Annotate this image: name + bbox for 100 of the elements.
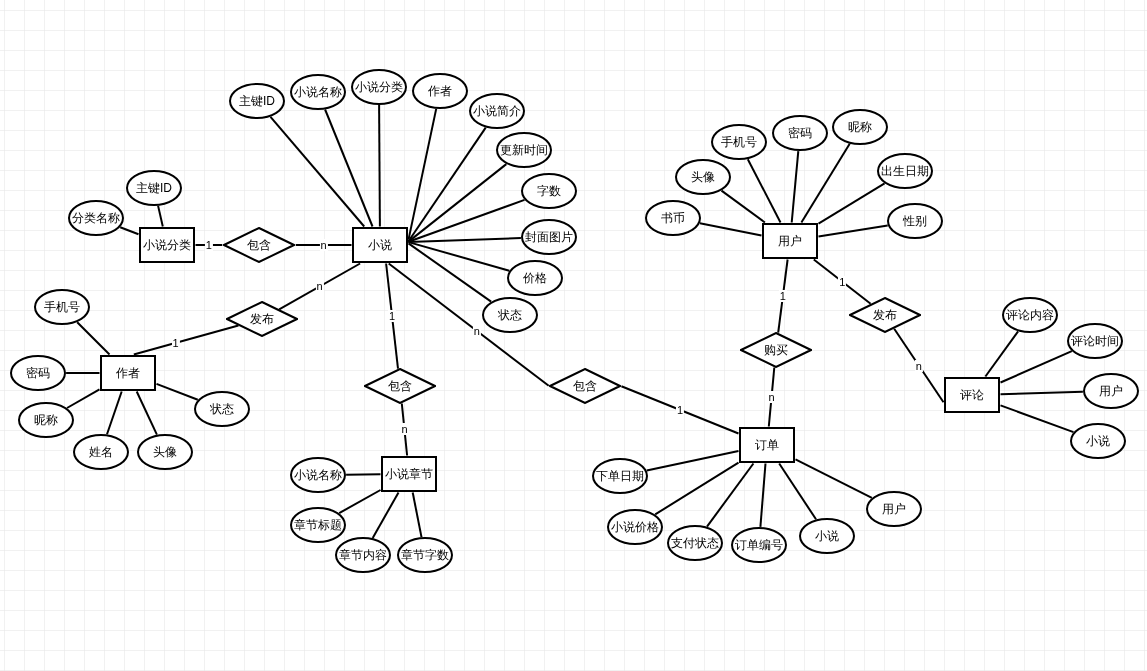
connector-line [155,382,199,401]
cardinality-label: n [914,359,923,372]
cardinality-label: n [319,239,328,251]
cardinality-label: 1 [171,336,180,349]
attribute-name: 书币 [661,211,685,225]
connector-line [106,390,123,436]
relationship-name: 发布 [873,308,897,322]
entity-name: 小说 [368,238,392,252]
attribute-name: 出生日期 [881,164,929,178]
relationship-diamond [740,332,812,368]
attribute-name: 密码 [788,126,812,140]
connector-line [984,330,1020,378]
attribute-name: 用户 [1099,384,1123,398]
connector-line [294,244,353,246]
connector-line [645,450,740,472]
connector-line [777,258,789,334]
connector-line [387,262,550,387]
entity-name: 评论 [960,388,984,402]
connector-line [759,462,767,528]
cardinality-label: n [767,391,776,403]
attribute-name: 主键ID [136,181,172,195]
attribute-name: 性别 [903,214,927,228]
connector-line [194,244,224,246]
relationship-name: 发布 [250,312,274,326]
attribute-name: 小说 [815,529,839,543]
cardinality-label: n [472,324,481,337]
attribute-name: 小说名称 [294,85,342,99]
attribute-name: 评论时间 [1071,334,1119,348]
connector-line [800,142,851,224]
attribute-name: 小说名称 [294,468,342,482]
entity-box [139,227,195,263]
attribute-name: 小说 [1086,434,1110,448]
entity-name: 作者 [116,366,140,380]
connector-line [778,462,817,521]
attribute-name: 手机号 [721,135,757,149]
connector-line [698,222,763,237]
relationship-name: 包含 [573,379,597,393]
attribute-name: 章节字数 [401,548,449,562]
relationship-name: 购买 [764,343,788,357]
cardinality-label: 1 [778,290,787,303]
attribute-name: 支付状态 [671,536,719,550]
relationship-name: 包含 [247,238,271,252]
entity-name: 小说章节 [385,467,433,481]
attribute-name: 章节内容 [339,548,387,562]
cardinality-label: n [315,280,324,293]
relationship-diamond [364,368,436,404]
connector-line [999,404,1075,434]
attribute-name: 昵称 [848,120,872,134]
connector-line [790,150,800,224]
connector-line [76,321,111,356]
connector-line [407,163,508,243]
attribute-name: 下单日期 [596,469,644,483]
attribute-name: 作者 [428,84,452,98]
attribute-name: 状态 [210,402,234,416]
attribute-name: 小说分类 [355,80,403,94]
connector-line [720,189,766,224]
connector-line [407,241,511,272]
attribute-name: 姓名 [89,445,113,459]
connector-line [345,473,382,476]
connector-line [338,489,382,515]
attribute-name: 昵称 [34,413,58,427]
connector-line [135,390,158,436]
connector-line [812,258,872,305]
attribute-name: 章节标题 [294,518,342,532]
connector-line [132,324,240,356]
cardinality-label: 1 [838,275,847,288]
attribute-name: 封面图片 [525,230,573,244]
connector-line [817,182,886,225]
attribute-name: 小说价格 [611,520,659,534]
cardinality-label: 1 [387,310,397,323]
entity-name: 用户 [778,234,802,248]
connector-line [767,366,776,428]
relationship-diamond [226,301,298,337]
cardinality-label: n [400,423,409,436]
attribute-name: 头像 [153,445,177,459]
connector-line [65,372,101,374]
relationship-diamond [223,227,295,263]
attribute-name: 更新时间 [500,143,548,157]
relationship-diamond [849,297,921,333]
attribute-name: 字数 [537,184,561,198]
attribute-name: 评论内容 [1006,308,1054,322]
attribute-name: 订单编号 [735,538,783,552]
attribute-name: 头像 [691,170,715,184]
attribute-name: 价格 [523,271,547,285]
cardinality-label: 1 [204,239,213,251]
connector-line [999,390,1084,396]
connector-line [66,388,101,409]
connector-line [269,115,366,228]
attribute-name: 分类名称 [72,211,120,225]
entity-box [739,427,795,463]
connector-line [400,402,409,457]
cardinality-label: 1 [675,403,684,416]
entity-box [352,227,408,263]
connector-line [278,262,362,311]
connector-line [411,491,423,539]
connector-line [817,224,889,238]
connector-line [706,462,755,528]
entity-box [762,223,818,259]
attribute-name: 主键ID [239,94,275,108]
connector-line [371,491,400,539]
